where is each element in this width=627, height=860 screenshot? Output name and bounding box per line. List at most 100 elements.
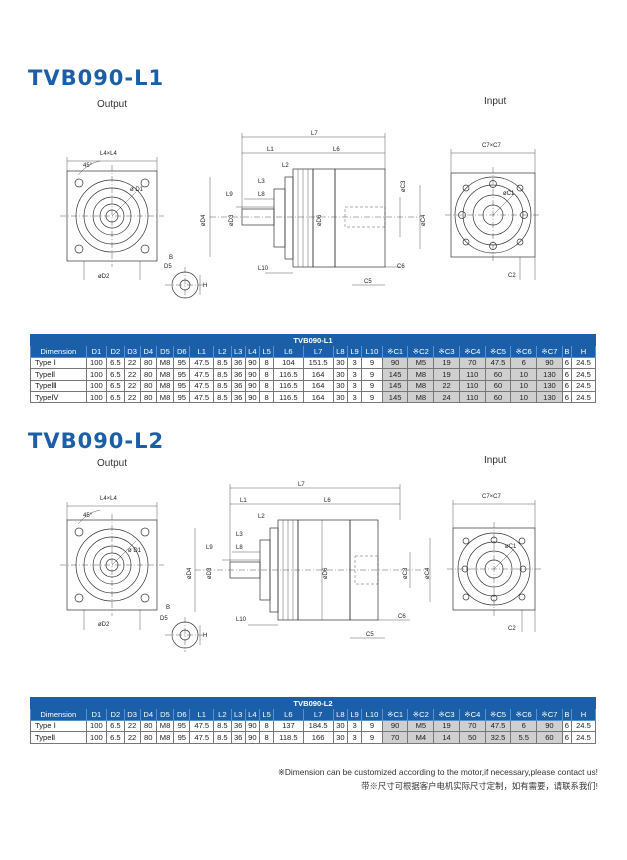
table-cell: 90 [244,731,261,744]
table-cell: 60 [536,731,563,744]
column-header: ※C2 [407,708,435,721]
dim-l3: L3 [258,179,265,185]
dim-d3: øD3 [207,567,213,579]
table-cell: 30 [332,390,348,404]
key-detail [165,617,205,652]
column-header: B [561,345,572,358]
table-cell: 47.5 [484,719,512,733]
table-cell: 184.5 [302,719,334,733]
column-header: L6 [273,708,304,721]
table-cell: 116.5 [273,379,304,392]
table-cell: 116.5 [273,390,304,404]
table-cell: 3 [346,368,363,381]
table-cell: 30 [332,356,348,370]
table-cell: 19 [433,368,460,381]
dim-c2: C2 [508,626,516,632]
table-cell: 22 [123,368,141,381]
dim-c4: øC4 [425,567,431,579]
table-cell: 8 [259,356,275,370]
table-cell: 90 [536,719,563,733]
dim-c5: C5 [364,279,372,285]
table-cell: 36 [230,368,246,381]
table-cell: 70 [458,356,486,370]
column-header: D1 [85,345,108,358]
table-cell: 19 [433,356,460,370]
table-cell: 22 [123,356,141,370]
table-cell: 32.5 [484,731,512,744]
table-cell: 22 [123,731,141,744]
dim-c1: øC1 [505,544,517,550]
side-view [194,484,431,639]
dim-l3: L3 [236,532,243,538]
table-cell: 14 [433,731,460,744]
table-cell: 80 [139,379,157,392]
table-cell: 95 [173,379,191,392]
table-cell: M4 [407,731,435,744]
custom-dimension-note: ※Dimension can be customized according t… [277,767,598,777]
table-cell: 24.5 [570,390,597,404]
row-type-label: TypeⅢ [30,379,87,392]
table-cell: 8 [259,379,275,392]
table-cell: 8 [259,719,275,733]
dim-d1: ø D1 [128,548,142,554]
row-type-label: TypeⅡ [30,731,87,744]
table-cell: 70 [381,731,409,744]
dim-l9: L9 [226,192,233,198]
table-cell: 6 [561,390,572,404]
dim-h: H [203,283,207,289]
table-cell: 145 [381,390,409,404]
table-cell: 24.5 [570,379,597,392]
column-header: ※C5 [484,345,512,358]
table-cell: 36 [230,390,246,404]
table-cell: 164 [302,368,334,381]
dim-l4: L4×L4 [100,496,118,502]
table-cell: 22 [433,379,460,392]
column-header: D6 [173,708,191,721]
column-header: L10 [361,345,383,358]
input-caption: Input [484,96,507,107]
table-cell: 80 [139,731,157,744]
table-cell: 3 [346,379,363,392]
table-cell: 22 [123,719,141,733]
table-cell: 47.5 [484,356,512,370]
table-cell: 164 [302,379,334,392]
table-cell: M8 [155,719,175,733]
table-cell: M8 [155,379,175,392]
dim-c7: C7×C7 [482,494,502,500]
dim-c7: C7×C7 [482,143,502,149]
dim-l6: L6 [333,147,340,153]
row-type-label: Type Ⅰ [30,719,87,733]
column-header: Dimension [30,708,87,721]
table-cell: 24.5 [570,356,597,370]
table-cell: 80 [139,368,157,381]
column-header: ※C1 [381,345,409,358]
column-header: L10 [361,708,383,721]
column-header: D1 [85,708,108,721]
table-cell: 6 [510,356,538,370]
dim-l1: L1 [240,498,247,504]
dim-c6: C6 [398,614,406,620]
table-cell: 95 [173,731,191,744]
table-cell: 9 [361,379,383,392]
dim-c3: øC3 [403,567,409,579]
column-header: ※C7 [536,345,563,358]
table-cell: 110 [458,368,486,381]
column-header: H [570,708,597,721]
column-header: Dimension [30,345,87,358]
row-type-label: TypeⅣ [30,390,87,404]
table-cell: 116.5 [273,368,304,381]
column-header: L8 [332,345,348,358]
table-cell: 8.5 [213,719,232,733]
dim-l1: L1 [267,147,274,153]
column-header: L1 [189,345,215,358]
table-cell: 8.5 [213,379,232,392]
column-header: L3 [230,708,246,721]
column-header: ※C1 [381,708,409,721]
table-cell: 9 [361,731,383,744]
dim-l10: L10 [258,266,269,272]
